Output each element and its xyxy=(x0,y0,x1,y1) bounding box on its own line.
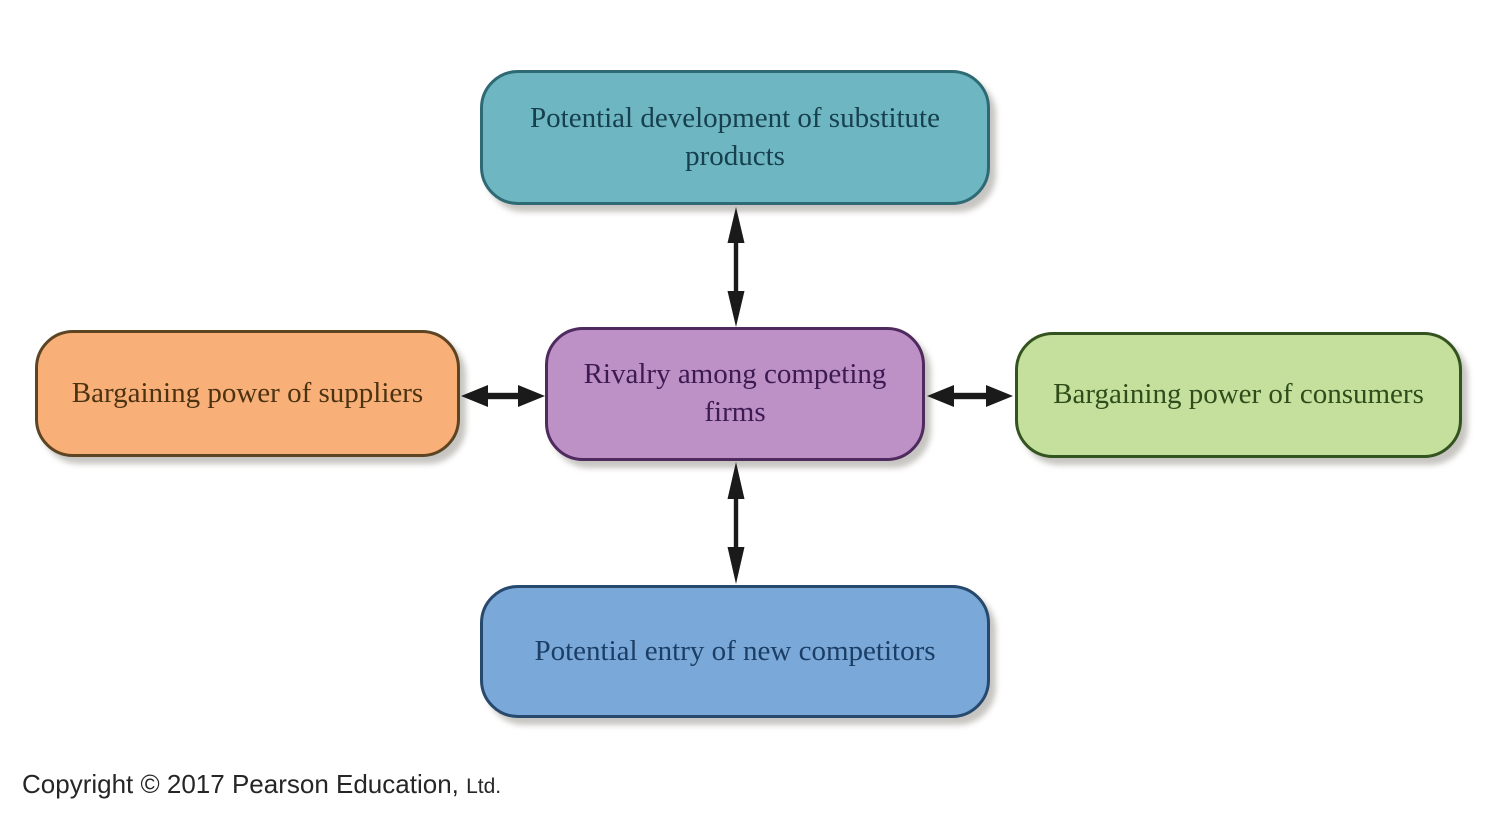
copyright-suffix: Ltd. xyxy=(466,775,502,798)
double-arrow-icon-right xyxy=(926,379,1014,413)
node-bargaining-power-suppliers: Bargaining power of suppliers xyxy=(35,330,460,457)
double-arrow-icon-top xyxy=(719,206,753,328)
node-new-competitors-label: Potential entry of new competitors xyxy=(534,634,936,667)
node-rivalry-among-competing-firms: Rivalry among competing firms xyxy=(545,327,925,461)
node-substitute-products: Potential development of substitute prod… xyxy=(480,70,990,205)
node-new-competitors: Potential entry of new competitors xyxy=(480,585,990,718)
double-arrow-icon-left xyxy=(460,379,546,413)
node-suppliers-label: Bargaining power of suppliers xyxy=(71,376,424,409)
double-arrow-icon-bottom xyxy=(719,461,753,585)
node-rivalry-label: Rivalry among competing firms xyxy=(583,358,887,428)
node-consumers-label: Bargaining power of consumers xyxy=(1053,378,1424,411)
node-substitute-products-label: Potential development of substitute prod… xyxy=(530,101,940,172)
copyright-notice: Copyright © 2017 Pearson Education, Ltd. xyxy=(22,769,501,800)
copyright-text: Copyright © 2017 Pearson Education, xyxy=(22,769,459,799)
node-bargaining-power-consumers: Bargaining power of consumers xyxy=(1015,332,1462,458)
